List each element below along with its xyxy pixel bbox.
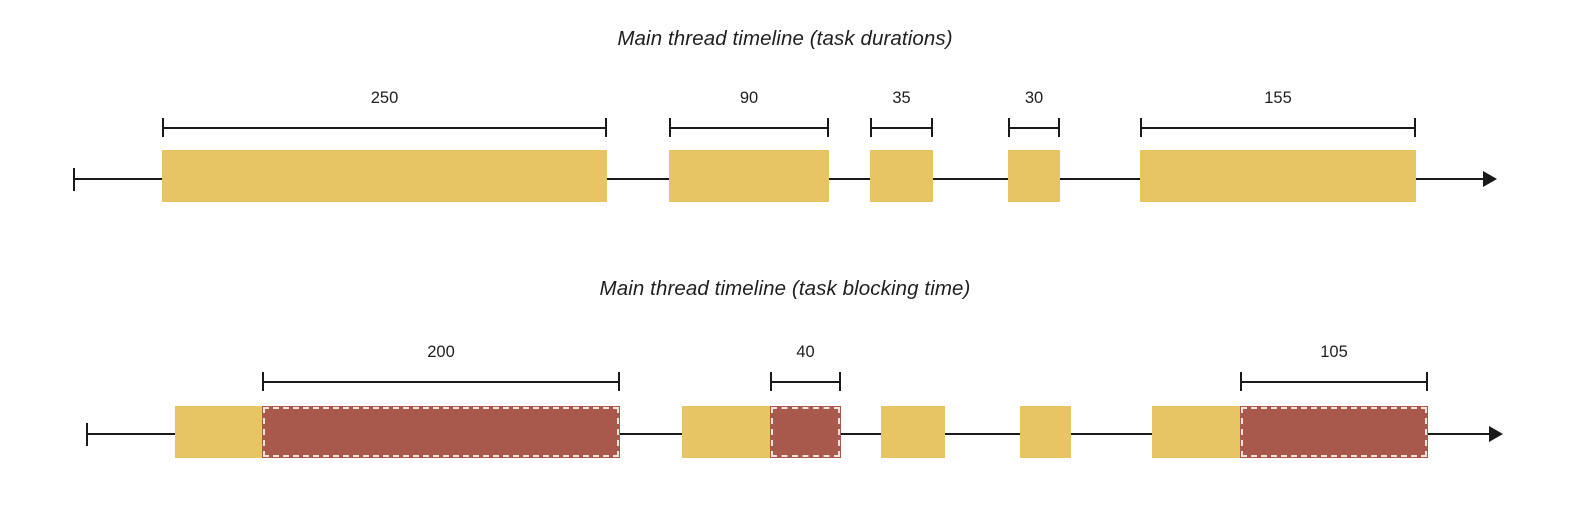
bracket-cap-right [618, 372, 620, 391]
measure-bracket-90: 90 [669, 89, 829, 137]
task-block [881, 406, 945, 458]
task-block [175, 406, 262, 458]
measure-bracket-105: 105 [1240, 343, 1428, 391]
bracket-rule [262, 381, 620, 383]
task-block [1008, 150, 1060, 202]
task-block [162, 150, 607, 202]
measure-label-40: 40 [796, 343, 815, 361]
bracket-cap-right [839, 372, 841, 391]
bracket-rule [1240, 381, 1428, 383]
task-blocking-block [770, 406, 841, 458]
bracket-rule [1008, 127, 1060, 129]
measure-bracket-155: 155 [1140, 89, 1416, 137]
task-block [669, 150, 829, 202]
measure-label-250: 250 [370, 89, 399, 107]
chart-panel-task-blocking-time: 200 40 105 [0, 338, 1570, 498]
measure-label-90: 90 [739, 89, 759, 107]
task-blocking-block [1240, 406, 1428, 458]
bracket-rule [870, 127, 933, 129]
bracket-rule [1140, 127, 1416, 129]
bracket-cap-right [931, 118, 933, 137]
measure-bracket-200: 200 [262, 343, 620, 391]
measure-label-155: 155 [1264, 89, 1292, 107]
measure-label-35: 35 [892, 89, 911, 107]
bracket-cap-right [605, 118, 607, 137]
bracket-rule [162, 127, 607, 129]
axis-arrow-head [1483, 171, 1497, 187]
task-block [1020, 406, 1071, 458]
chart-panel-task-durations: 250 90 35 30 155 [0, 85, 1570, 245]
bracket-rule [669, 127, 829, 129]
measure-bracket-250: 250 [162, 89, 607, 137]
task-block [1140, 150, 1416, 202]
bracket-cap-right [1058, 118, 1060, 137]
measure-label-30: 30 [1024, 89, 1044, 107]
task-blocking-block [262, 406, 620, 458]
bracket-cap-right [1426, 372, 1428, 391]
bracket-rule [770, 381, 841, 383]
bracket-cap-right [1414, 118, 1416, 137]
measure-bracket-35: 35 [870, 89, 933, 137]
chart-title-task-blocking-time: Main thread timeline (task blocking time… [599, 277, 971, 300]
measure-label-200: 200 [427, 343, 455, 361]
task-block [1152, 406, 1240, 458]
task-block [682, 406, 770, 458]
axis-arrow-head [1489, 426, 1503, 442]
chart-title-task-durations: Main thread timeline (task durations) [617, 27, 953, 50]
task-block [870, 150, 933, 202]
measure-label-105: 105 [1320, 343, 1348, 361]
measure-bracket-30: 30 [1008, 89, 1060, 137]
measure-bracket-40: 40 [770, 343, 841, 391]
bracket-cap-right [827, 118, 829, 137]
